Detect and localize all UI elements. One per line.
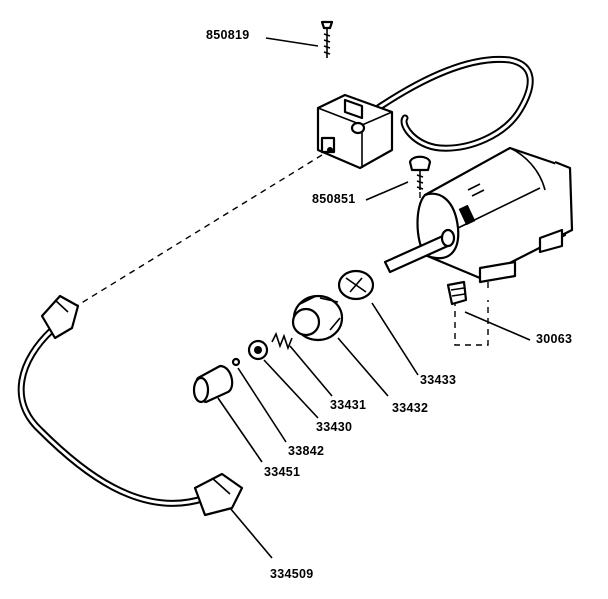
assembly-line-plug [69,154,323,311]
screw-850819 [320,20,334,58]
extension-cord-334509 [17,294,244,517]
screw-30063 [446,280,468,306]
retaining-ring-33842 [231,357,241,367]
part-label-850819: 850819 [206,28,250,42]
part-label-33432: 33432 [392,401,429,415]
switch-to-motor-cord [374,55,534,152]
part-label-33842: 33842 [288,444,325,458]
screw-850851 [408,155,432,190]
washer-33430 [247,339,269,361]
gear-cover-33433 [337,269,375,301]
part-label-33431: 33431 [330,398,367,412]
part-label-33433: 33433 [420,373,457,387]
spring-33431 [271,331,293,351]
cap-33451 [192,364,234,404]
part-label-33430: 33430 [316,420,353,434]
pinion-gear-33432 [291,294,344,342]
leader-lines [217,37,531,559]
part-label-850851: 850851 [312,192,356,206]
part-label-30063: 30063 [536,332,573,346]
part-label-334509: 334509 [270,567,314,581]
switch-box [316,93,394,170]
part-label-33451: 33451 [264,465,301,479]
starter-motor [383,146,574,284]
